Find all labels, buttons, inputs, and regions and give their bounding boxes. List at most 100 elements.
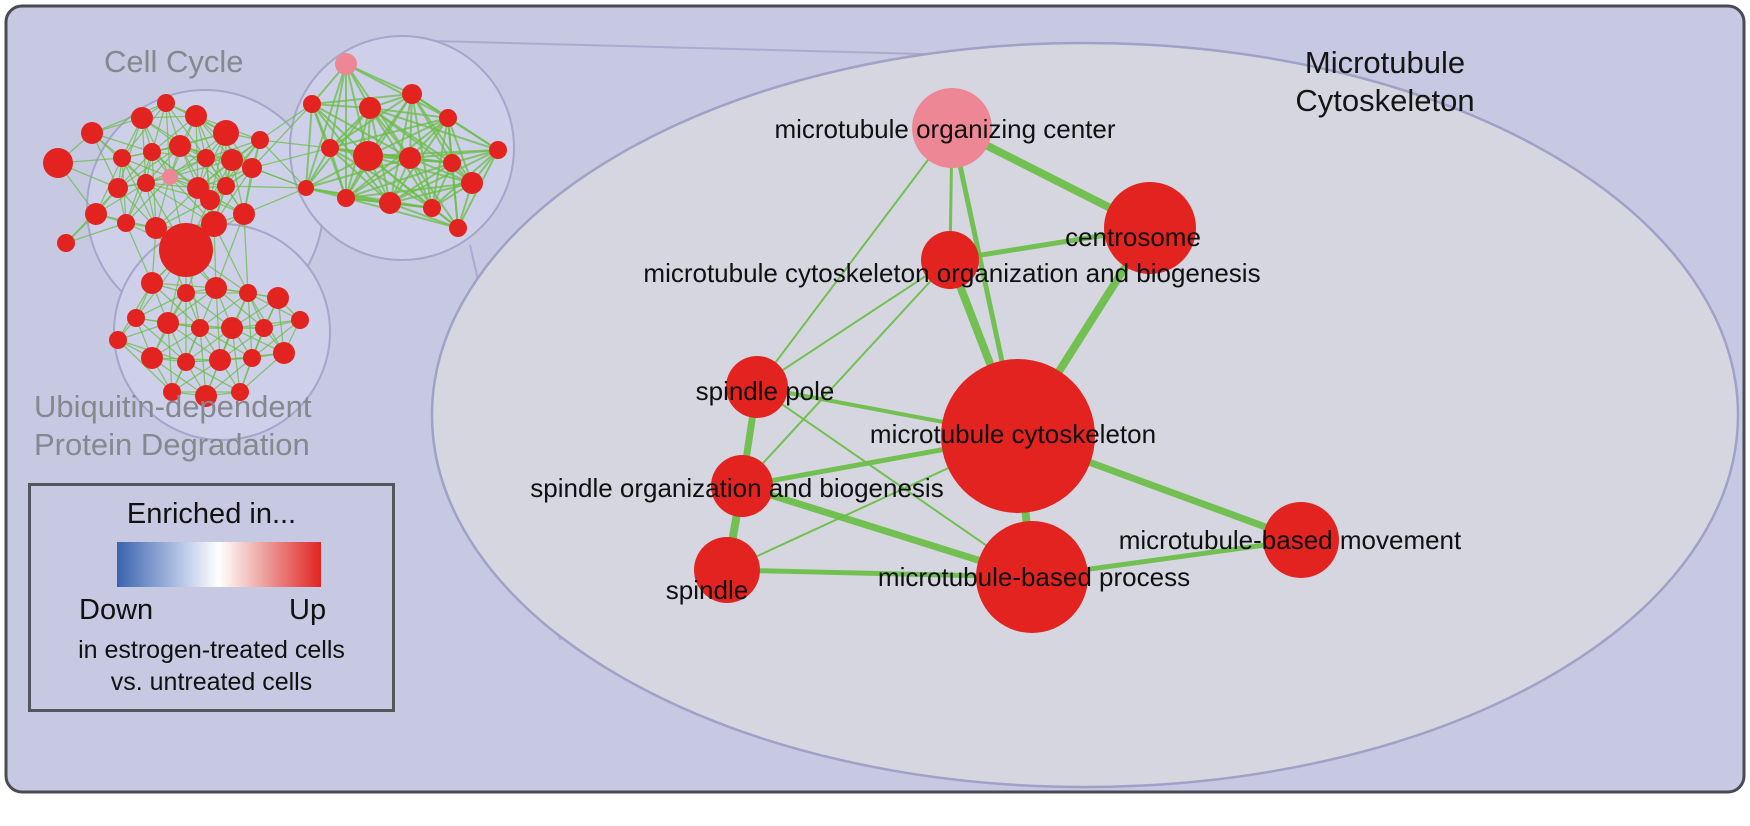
label-spindle: spindle — [666, 575, 748, 605]
mini-node — [213, 120, 239, 146]
mini-node — [137, 174, 155, 192]
mini-edge — [345, 197, 459, 229]
mini-node — [399, 147, 421, 169]
label-mco: microtubule cytoskeleton organization an… — [643, 258, 1260, 288]
mini-node — [205, 277, 227, 299]
mini-node — [209, 349, 231, 371]
mini-edge — [329, 93, 413, 149]
node-sorg — [711, 455, 773, 517]
mini-edge — [367, 155, 473, 184]
mini-edge — [215, 213, 245, 289]
label-sorg: spindle organization and biogenesis — [530, 473, 943, 503]
mini-node — [242, 158, 262, 178]
mini-edge — [243, 213, 249, 294]
mini-node — [201, 211, 227, 237]
mini-edge — [389, 162, 453, 204]
mini-node — [359, 97, 381, 119]
mini-node — [43, 148, 73, 178]
mini-node — [243, 349, 261, 367]
mini-node — [108, 178, 128, 198]
mini-edge — [345, 63, 369, 157]
mini-edge — [121, 157, 157, 229]
legend-subtitle-line2: vs. untreated cells — [110, 668, 313, 696]
mini-edge — [311, 93, 413, 105]
mini-node — [141, 347, 163, 369]
mini-node — [131, 107, 153, 129]
node-centrosome — [1104, 182, 1196, 274]
mini-node — [291, 311, 309, 329]
mini-node — [117, 214, 135, 232]
mini-node — [233, 203, 255, 225]
node-spindle — [694, 537, 760, 603]
mini-node — [273, 342, 295, 364]
legend-gradient-bar — [117, 542, 321, 587]
mini-node — [298, 180, 314, 196]
edge-mco-sorg — [741, 259, 951, 487]
mini-edge — [389, 149, 499, 204]
zoom-title-line2: Cytoskeleton — [1295, 83, 1475, 118]
node-movement — [1263, 502, 1339, 578]
mini-node — [443, 154, 461, 172]
cell-cycle-cluster-label: Cell Cycle — [104, 44, 244, 79]
mini-edge — [447, 117, 499, 151]
mini-node — [162, 169, 178, 185]
mini-node — [231, 383, 249, 401]
mini-edge — [329, 117, 449, 149]
mini-edge — [345, 162, 453, 199]
mini-node — [177, 353, 195, 371]
mini-node — [489, 141, 507, 159]
mini-edge — [447, 117, 473, 184]
label-centrosome: centrosome — [1065, 222, 1201, 252]
node-mco — [921, 231, 979, 289]
mini-node — [85, 203, 107, 225]
ubiquitin-label-line2: Protein Degradation — [34, 427, 310, 462]
mini-edge — [121, 102, 167, 159]
mini-node — [81, 122, 103, 144]
mini-edge — [345, 182, 473, 199]
mini-node — [57, 234, 75, 252]
mini-edge — [345, 63, 449, 119]
mini-edge — [125, 176, 171, 224]
mini-edge — [199, 292, 249, 329]
mini-node — [337, 189, 355, 207]
mini-edge — [65, 222, 127, 244]
zoom-cone-line — [396, 39, 961, 56]
mini-node — [197, 149, 215, 167]
mini-node — [143, 143, 161, 161]
mini-edge — [451, 162, 459, 229]
legend-down-label: Down — [79, 594, 154, 626]
legend-up-label: Up — [289, 594, 327, 626]
label-process: microtubule-based process — [878, 562, 1190, 592]
mini-edge — [243, 187, 307, 215]
mini-edge — [165, 102, 207, 159]
mini-node — [113, 149, 131, 167]
mini-edge — [199, 327, 207, 397]
mini-node — [109, 331, 127, 349]
mini-edge — [145, 157, 207, 184]
mini-edge — [117, 145, 181, 189]
label-spole: spindle pole — [696, 376, 835, 406]
node-process — [976, 521, 1088, 633]
mini-node — [221, 317, 243, 339]
mini-node — [335, 53, 357, 75]
mini-node — [141, 272, 163, 294]
mini-node — [221, 149, 243, 171]
mini-edge — [195, 115, 199, 189]
mini-node — [191, 319, 209, 337]
mini-edge — [259, 139, 307, 189]
label-mtc: microtubule cytoskeleton — [870, 419, 1156, 449]
mini-node — [267, 287, 289, 309]
mini-edge — [135, 292, 187, 319]
mini-node — [169, 135, 191, 157]
mini-edge — [329, 147, 433, 209]
mini-node — [200, 190, 220, 210]
mini-edge — [165, 102, 171, 178]
mini-edge — [311, 103, 391, 204]
mini-edge — [389, 182, 473, 204]
mini-node — [163, 383, 181, 401]
label-moc: microtubule organizing center — [774, 114, 1115, 144]
node-mtc — [941, 359, 1095, 513]
mini-node — [185, 105, 207, 127]
mini-edge — [117, 117, 143, 189]
